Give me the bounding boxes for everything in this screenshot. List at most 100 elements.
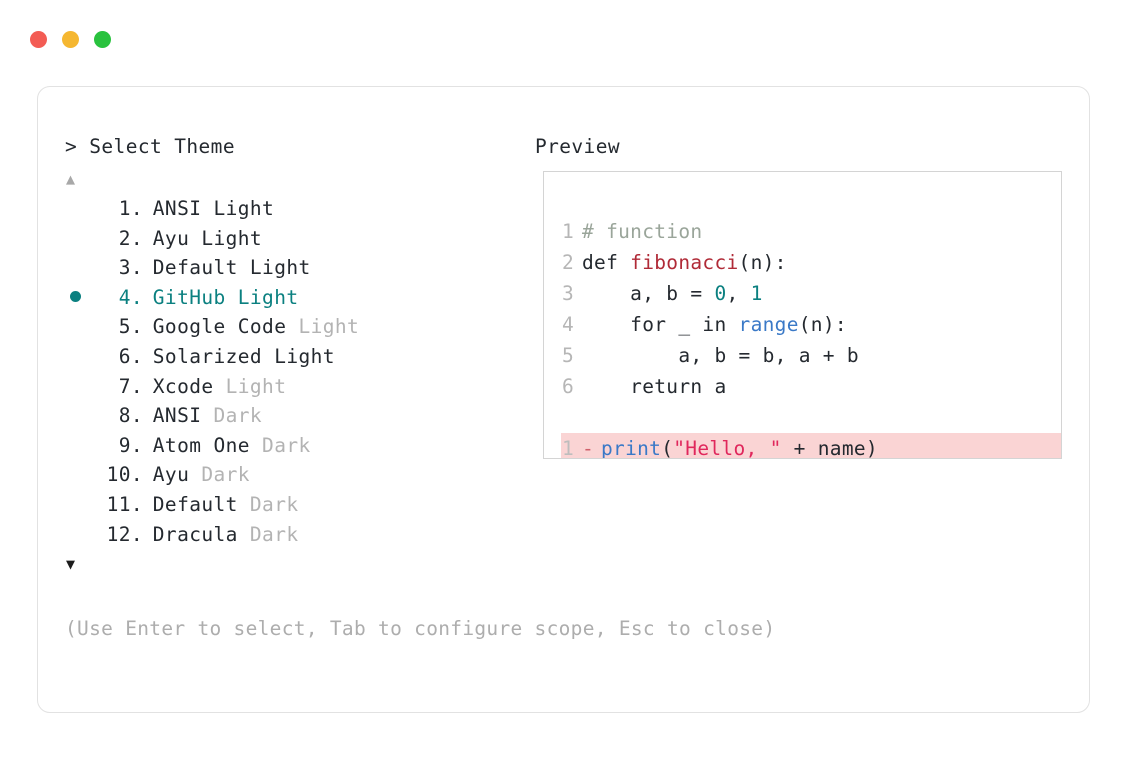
theme-item-number: 2.	[118, 226, 143, 250]
line-number: 5	[561, 344, 574, 367]
theme-list-item[interactable]: 11. Default Dark	[65, 493, 505, 523]
theme-item-variant: Light	[262, 344, 335, 368]
theme-list-item[interactable]: 10. Ayu Dark	[65, 463, 505, 493]
code-token-str: "Hello, "	[673, 437, 782, 459]
theme-item-name: Solarized	[152, 344, 263, 368]
theme-item-number: 7.	[118, 374, 143, 398]
code-token-plain: a, b = b, a + b	[582, 344, 859, 367]
code-line: 1 # function	[561, 216, 1061, 247]
theme-item-name: Atom One	[152, 433, 250, 457]
scroll-up-icon[interactable]: ▲	[66, 170, 76, 188]
line-number: 1	[561, 437, 574, 459]
theme-item-variant: Light	[213, 374, 287, 398]
selected-bullet-icon	[70, 290, 81, 302]
theme-item-name: ANSI	[152, 404, 202, 428]
code-line: 4 for _ in range(n):	[561, 309, 1061, 340]
theme-list-item[interactable]: 1. ANSI Light	[65, 197, 505, 227]
theme-item-number: 5.	[118, 315, 143, 339]
code-line-text: return a	[582, 371, 726, 402]
code-token-plain: + name)	[781, 437, 878, 459]
theme-item-number: 12.	[106, 522, 143, 546]
line-number: 3	[561, 282, 574, 305]
code-line: 5 a, b = b, a + b	[561, 340, 1061, 371]
code-token-builtin: range	[738, 313, 799, 336]
code-line: 2 def fibonacci(n):	[561, 247, 1061, 278]
diff-sign: -	[582, 437, 595, 459]
theme-item-name: Ayu	[152, 226, 190, 250]
close-dot[interactable]	[30, 31, 47, 48]
code-blank-line	[561, 402, 1061, 433]
theme-list-item[interactable]: 7. Xcode Light	[65, 375, 505, 405]
theme-list-item[interactable]: 12. Dracula Dark	[65, 523, 505, 553]
code-line-text: a, b = b, a + b	[582, 340, 859, 371]
theme-item-number: 1.	[118, 197, 143, 220]
theme-item-variant: Light	[286, 315, 360, 339]
theme-item-variant: Dark	[249, 433, 311, 457]
code-token-plain: (n):	[738, 251, 787, 274]
theme-list-item[interactable]: 9. Atom One Dark	[65, 434, 505, 464]
maximize-dot[interactable]	[94, 31, 111, 48]
diff-line-minus: 1-print("Hello, " + name)	[561, 433, 1061, 459]
code-token-plain: for _ in	[582, 313, 739, 336]
line-number: 2	[561, 251, 574, 274]
line-number: 6	[561, 375, 574, 398]
code-line-text: a, b = 0, 1	[582, 278, 763, 309]
theme-item-variant: Light	[189, 226, 263, 250]
code-token-fn: fibonacci	[630, 251, 739, 274]
theme-list-item[interactable]: 2. Ayu Light	[65, 227, 505, 257]
theme-item-name: Google Code	[152, 315, 287, 339]
code-token-builtin: print	[601, 437, 662, 459]
theme-selector-card: > Select Theme Preview ▲ 1. ANSI Light 2. A…	[37, 86, 1090, 713]
theme-item-name: Dracula	[152, 522, 238, 546]
theme-item-variant: Light	[201, 197, 275, 220]
theme-item-variant: Light	[237, 256, 311, 280]
code-line-text: # function	[582, 216, 702, 247]
minimize-dot[interactable]	[62, 31, 79, 48]
theme-item-name: Xcode	[152, 374, 214, 398]
code-token-num: 0	[714, 282, 727, 305]
theme-list-item[interactable]: 6. Solarized Light	[65, 345, 505, 375]
preview-label: Preview	[535, 135, 620, 158]
theme-item-variant: Dark	[201, 404, 263, 428]
line-number: 4	[561, 313, 574, 336]
code-token-plain: (n):	[798, 313, 847, 336]
theme-item-number: 11.	[106, 492, 143, 516]
theme-list-item[interactable]: 4. GitHub Light	[65, 286, 505, 316]
theme-list-panel: ▲ 1. ANSI Light 2. Ayu Light 3. Default Light…	[65, 167, 505, 576]
theme-list-item[interactable]: 8. ANSI Dark	[65, 404, 505, 434]
theme-item-number: 4.	[118, 285, 143, 309]
scroll-down-icon[interactable]: ▼	[66, 555, 76, 574]
theme-item-variant: Dark	[189, 463, 250, 487]
window-traffic-lights	[30, 31, 111, 48]
code-token-num: 1	[750, 282, 763, 305]
theme-item-name: Default	[152, 256, 238, 280]
theme-item-number: 8.	[118, 404, 143, 428]
line-number: 1	[561, 220, 574, 243]
theme-list-item[interactable]: 5. Google Code Light	[65, 315, 505, 345]
code-token-comment: # function	[582, 220, 703, 243]
theme-item-number: 10.	[106, 463, 143, 487]
code-token-plain: return a	[582, 375, 727, 398]
code-token-plain: a, b =	[582, 282, 715, 305]
theme-item-name: GitHub	[152, 285, 226, 309]
theme-list-item[interactable]: 3. Default Light	[65, 256, 505, 286]
theme-item-name: Default	[152, 492, 238, 516]
theme-item-variant: Dark	[237, 522, 299, 546]
code-token-plain: (	[661, 437, 674, 459]
theme-item-name: ANSI	[152, 197, 202, 220]
theme-item-variant: Dark	[237, 492, 299, 516]
theme-item-name: Ayu	[152, 463, 190, 487]
theme-item-variant: Light	[225, 285, 299, 309]
code-token-plain: ,	[726, 282, 751, 305]
page-title: > Select Theme	[65, 135, 235, 158]
code-line: 3 a, b = 0, 1	[561, 278, 1061, 309]
diff-line-text: print("Hello, " + name)	[601, 433, 878, 459]
code-token-kw: def	[582, 251, 631, 274]
theme-item-number: 9.	[118, 433, 143, 457]
theme-item-number: 3.	[118, 256, 143, 280]
theme-item-number: 6.	[118, 344, 143, 368]
code-line-text: for _ in range(n):	[582, 309, 847, 340]
